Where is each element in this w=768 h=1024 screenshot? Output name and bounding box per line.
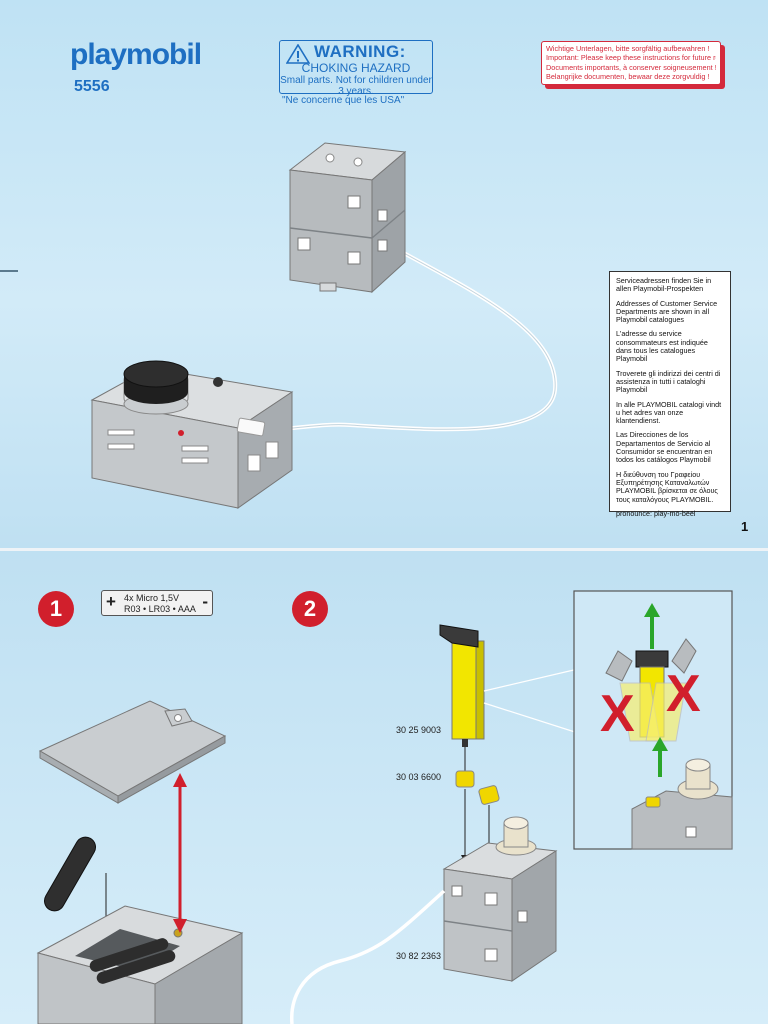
warning-text: Small parts. Not for children under 3 ye… (280, 75, 432, 97)
controller-box (90, 360, 294, 509)
service-text-gr: Η διεύθυνση του Γραφείου Εξυπηρέτησης Κα… (616, 469, 718, 504)
warning-title: WARNING: (314, 42, 406, 61)
battery-aaa (44, 836, 96, 912)
notice-line: Belangrijke documenten, bewaar deze zorg… (546, 72, 710, 82)
step-1-badge: 1 (38, 591, 74, 627)
instruction-page-2: X X 1 2 + 4x Micro 1,5V R03 • LR03 • AAA… (0, 551, 768, 1024)
step-2-badge: 2 (292, 591, 328, 627)
page-gap (0, 548, 768, 551)
service-text-de: Serviceadressen finden Sie in allen Play… (616, 276, 712, 294)
service-text-en: Addresses of Customer Service Department… (616, 298, 718, 325)
part-number-pin: 30 03 6600 (396, 772, 442, 782)
controller-illustration (90, 142, 558, 509)
service-text-nl: In alle PLAYMOBIL catalogi vindt u het a… (616, 399, 722, 426)
part-number-connector: 30 25 9003 (396, 725, 442, 735)
steps-illustration: X X (36, 590, 733, 1024)
yellow-connector (439, 624, 485, 747)
notice-line: Wichtige Unterlagen, bitte sorgfältig au… (546, 44, 710, 53)
svg-text:X: X (666, 665, 701, 723)
plus-symbol: + (106, 592, 116, 611)
instruction-page-1: playmobil 5556 WARNING: CHOKING HAZARD S… (0, 0, 768, 548)
service-text-es: Las Direcciones de los Departamentos de … (616, 430, 713, 465)
minus-symbol: - (202, 592, 208, 611)
battery-spec-label: + 4x Micro 1,5V R03 • LR03 • AAA - (101, 590, 213, 616)
service-text-fr: L'adresse du service consommateurs est i… (616, 329, 708, 364)
page-number: 1 (741, 519, 749, 534)
battery-spec-line2: R03 • LR03 • AAA (124, 604, 196, 614)
cable-step2 (290, 889, 446, 1024)
usa-note: "Ne concerne que les USA" (282, 95, 405, 106)
motor-block (288, 142, 407, 294)
detail-box: X X (573, 590, 733, 850)
part-number-motor: 30 82 2363 (396, 951, 442, 961)
pronunciation: pronounce: pläy-mō-bēēl (616, 508, 696, 518)
important-notice: Wichtige Unterlagen, bitte sorgfältig au… (541, 41, 721, 85)
svg-text:X: X (600, 685, 635, 743)
service-text-it: Troverete gli indirizzi dei centri di as… (616, 368, 721, 395)
motor-block-step2 (442, 816, 558, 982)
warning-triangle-icon (286, 44, 310, 64)
battery-cover (38, 700, 227, 804)
notice-line: Documents importants, à conserver soigne… (546, 62, 716, 72)
service-info-box: Serviceadressen finden Sie in allen Play… (609, 271, 731, 518)
choking-hazard-warning: WARNING: CHOKING HAZARD Small parts. Not… (279, 40, 433, 97)
red-arrow-cover (173, 773, 187, 933)
battery-spec-line1: 4x Micro 1,5V (124, 593, 180, 603)
model-number: 5556 (74, 78, 110, 95)
battery-compartment (36, 905, 244, 1024)
page-margin-tick (0, 270, 18, 272)
warning-subtitle: CHOKING HAZARD (301, 61, 411, 75)
yellow-pins (455, 770, 500, 805)
notice-line: Important: Please keep these instruction… (546, 53, 716, 63)
brand-logo: playmobil (70, 38, 202, 71)
